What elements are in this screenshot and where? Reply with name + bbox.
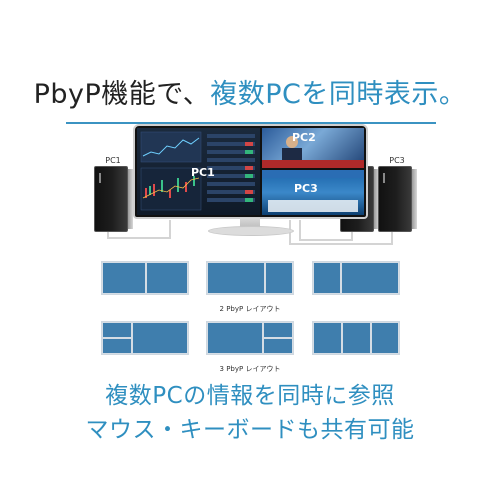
monitor-stand-base [208, 226, 294, 236]
screen-label-pc3: PC3 [294, 182, 318, 195]
pc3-tower-icon [378, 166, 417, 232]
screen-pc1-area: PC1 [137, 128, 260, 215]
ultrawide-monitor: PC1 PC2 PC3 [133, 124, 368, 219]
pc1-label: PC1 [105, 156, 121, 165]
pc1-tower-icon [94, 166, 133, 232]
monitor-stand-neck [240, 218, 260, 228]
layout-3pbyp-right-stack [206, 321, 294, 355]
tagline-line-1: 複数PCの情報を同時に参照 [105, 383, 395, 409]
caption-3pbyp: 3 PbyP レイアウト [219, 365, 281, 373]
divider-rule [66, 122, 436, 124]
headline-part-2: 複数PCを同時表示。 [210, 79, 467, 110]
news-anchor-graphic [262, 136, 364, 168]
screen-label-pc2: PC2 [292, 131, 316, 144]
layout-2pbyp-wide-left [206, 261, 294, 295]
headline-part-1: PbyP機能で、 [33, 79, 211, 110]
trading-chart-graphic [140, 131, 255, 211]
layout-3pbyp-three-columns [312, 321, 400, 355]
document-graphic [262, 170, 364, 212]
screen-pc2-area: PC2 [262, 128, 364, 168]
pc3-label: PC3 [389, 156, 405, 165]
screen-label-pc1: PC1 [191, 166, 215, 179]
tagline-line-2: マウス・キーボードも共有可能 [85, 417, 415, 443]
layout-2pbyp-equal [101, 261, 189, 295]
layout-2pbyp-wide-right [312, 261, 400, 295]
layout-3pbyp-left-stack [101, 321, 189, 355]
caption-2pbyp: 2 PbyP レイアウト [219, 305, 281, 313]
headline: PbyP機能で、複数PCを同時表示。 [0, 72, 500, 111]
screen-pc3-area: PC3 [262, 170, 364, 215]
